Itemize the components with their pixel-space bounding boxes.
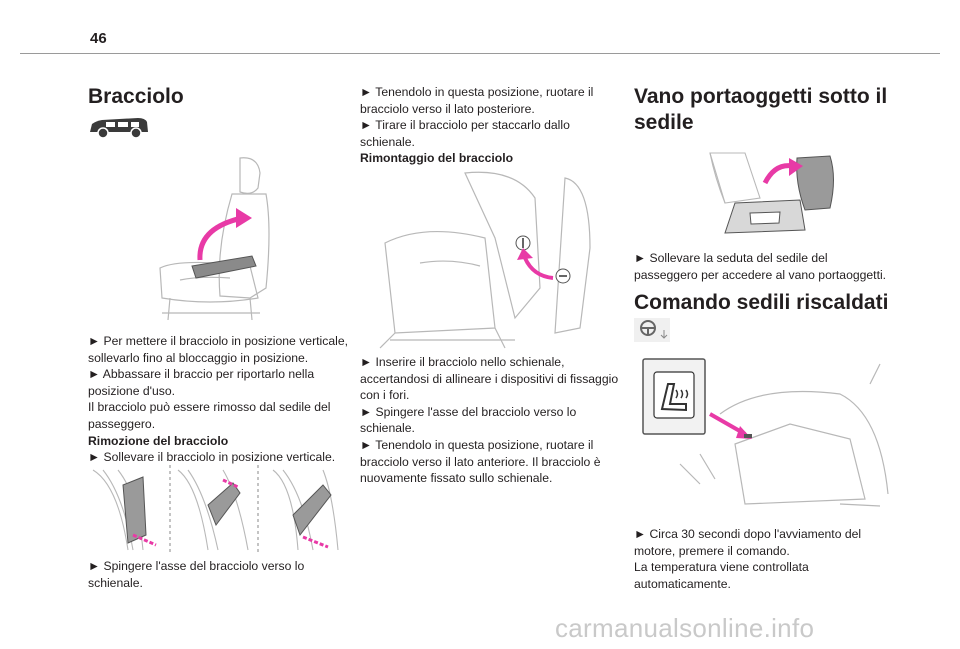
column-1: Bracciolo (88, 84, 350, 110)
paragraph-3: Il bracciolo può essere rimosso dal sedi… (88, 400, 331, 431)
paragraph-5: ► Spingere l'asse del bracciolo verso lo… (88, 559, 305, 590)
paragraph-10: ► Tenendolo in questa posizione, ruotare… (360, 437, 601, 486)
paragraph-9: ► Spingere l'asse del bracciolo verso lo… (360, 404, 577, 436)
subheading-rimozione: Rimozione del bracciolo (88, 433, 229, 448)
steering-wheel-icon (634, 318, 670, 342)
page-number: 46 (90, 30, 107, 47)
armrest-refit-illustration (379, 171, 591, 349)
column-2: ► Tenendolo in questa posizione, ruotare… (360, 84, 620, 167)
under-seat-storage-illustration (709, 152, 834, 234)
column-3-text-2: ► Circa 30 secondi dopo l'avviamento del… (634, 526, 896, 592)
subheading-rimontaggio: Rimontaggio del bracciolo (360, 151, 514, 166)
paragraph-11: ► Sollevare la seduta del sedile del pas… (634, 251, 887, 282)
column-3: Vano portaoggetti sotto il sedile (634, 84, 894, 136)
section-heading-bracciolo: Bracciolo (88, 85, 184, 108)
column-3-text-1: ► Sollevare la seduta del sedile del pas… (634, 250, 894, 283)
armrest-removal-steps-illustration (92, 465, 339, 555)
paragraph-4: ► Sollevare il bracciolo in posizione ve… (88, 450, 336, 465)
paragraph-8: ► Inserire il bracciolo nello schienale,… (360, 355, 619, 403)
paragraph-7: ► Tirare il bracciolo per staccarlo dall… (360, 118, 570, 149)
van-icon (90, 118, 148, 139)
header-divider (20, 53, 940, 54)
paragraph-13: La temperatura viene controllata automat… (634, 560, 809, 591)
column-3-heading-2: Comando sedili riscaldati (634, 290, 894, 316)
watermark-text: carmanualsonline.info (555, 613, 815, 643)
paragraph-1: ► Per mettere il bracciolo in posizione … (88, 334, 348, 365)
column-1-text-bottom: ► Spingere l'asse del bracciolo verso lo… (88, 558, 350, 591)
paragraph-12: ► Circa 30 secondi dopo l'avviamento del… (634, 527, 862, 558)
column-1-text: ► Per mettere il bracciolo in posizione … (88, 333, 350, 466)
paragraph-6: ► Tenendolo in questa posizione, ruotare… (360, 85, 594, 116)
section-heading-vano: Vano portaoggetti sotto il sedile (634, 85, 888, 134)
column-2-text: ► Inserire il bracciolo nello schienale,… (360, 354, 620, 487)
heated-seat-control-illustration (642, 358, 889, 507)
section-heading-comando: Comando sedili riscaldati (634, 291, 889, 314)
paragraph-2: ► Abbassare il braccio per riportarlo ne… (88, 367, 315, 398)
armrest-seat-illustration (159, 157, 270, 321)
